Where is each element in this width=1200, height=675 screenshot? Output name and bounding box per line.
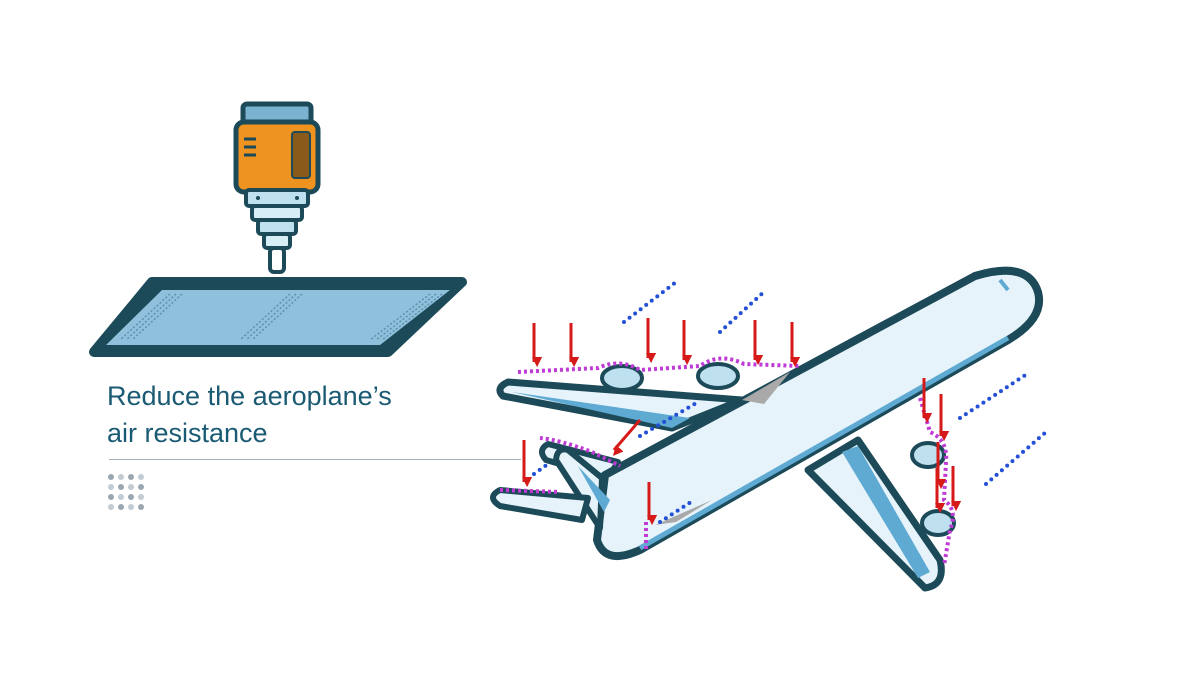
- aeroplane-icon: [490, 266, 1044, 592]
- caption-line-2: air resistance: [107, 418, 268, 448]
- red-down-arrow-icon: [521, 318, 962, 526]
- caption-divider: [109, 459, 521, 460]
- caption-line-1: Reduce the aeroplane’s: [107, 381, 392, 411]
- dot-grid-icon: [108, 474, 144, 510]
- caption-text: Reduce the aeroplane’s air resistance: [107, 378, 467, 452]
- laser-nozzle-icon: [233, 101, 321, 274]
- micro-textured-plate-icon: [89, 277, 467, 357]
- airflow-dots-icon: [532, 280, 1048, 524]
